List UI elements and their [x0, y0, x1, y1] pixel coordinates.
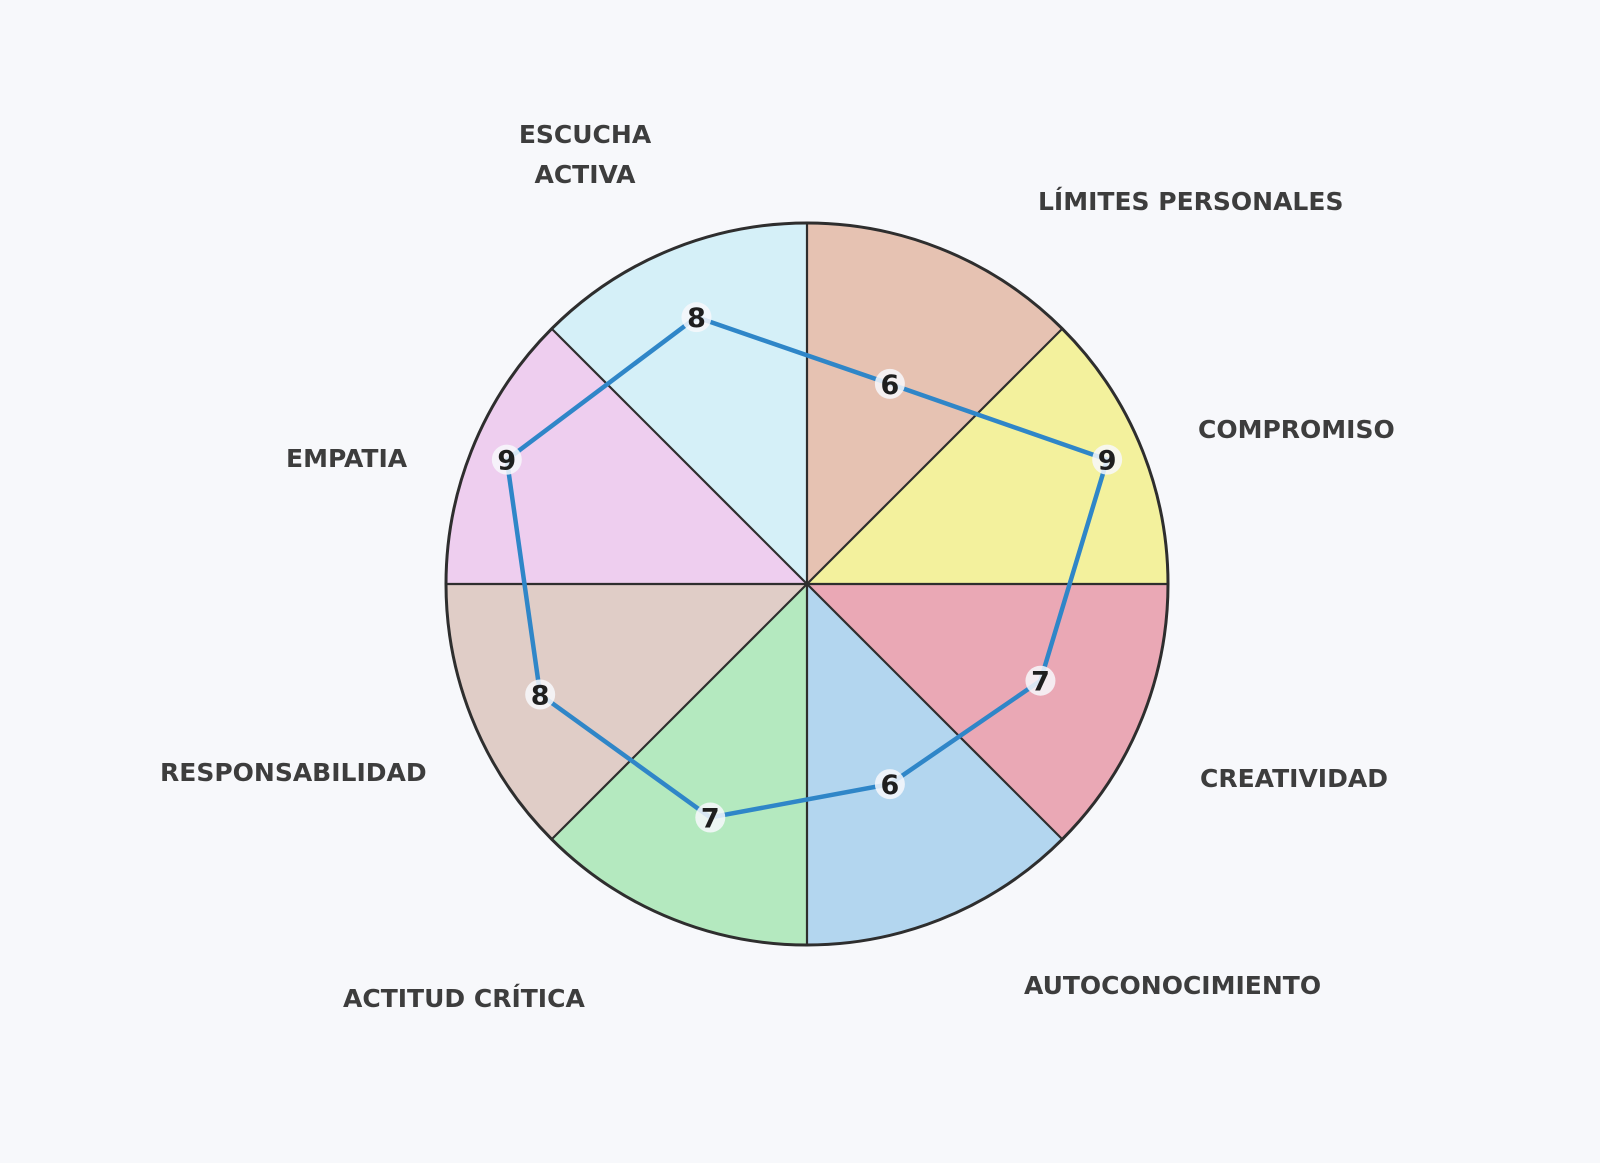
- score-marker: [491, 444, 522, 475]
- category-label-actitud-critica: ACTITUD CRÍTICA: [343, 984, 585, 1013]
- category-label-limites-personales: LÍMITES PERSONALES: [1038, 187, 1343, 216]
- category-label-compromiso: COMPROMISO: [1198, 415, 1395, 444]
- segment-actitud-critica: [551, 584, 807, 945]
- wheel-outline: [444, 221, 1170, 947]
- score-marker: [525, 679, 556, 710]
- score-marker: [874, 769, 905, 800]
- segment-escucha-activa: [551, 223, 807, 584]
- score-label-empatia: 9: [497, 446, 516, 477]
- score-line-responsabilidad: [504, 457, 543, 697]
- score-line-autoconocimiento: [708, 781, 893, 820]
- score-label-autoconocimiento: 6: [880, 770, 899, 801]
- score-label-compromiso: 9: [1098, 446, 1117, 477]
- score-marker: [681, 302, 712, 333]
- score-label-limites-personales: 6: [880, 370, 899, 401]
- segment-limites-personales: [807, 223, 1063, 584]
- segment-empatia: [446, 328, 807, 584]
- score-label-actitud-critica: 7: [701, 803, 720, 834]
- category-label-empatia: EMPATIA: [286, 444, 408, 473]
- segment-autoconocimiento: [807, 584, 1063, 945]
- wheel-segments: [445, 223, 1168, 945]
- wheel-spokes: [446, 223, 1168, 945]
- score-label-escucha-activa: 8: [687, 303, 706, 334]
- score-line-empatia: [504, 314, 699, 462]
- score-line-escucha-activa: [694, 314, 893, 387]
- score-marker: [874, 368, 905, 399]
- score-label-responsabilidad: 8: [531, 681, 550, 712]
- score-line-actitud-critica: [537, 692, 713, 820]
- category-label-responsabilidad: RESPONSABILIDAD: [160, 758, 427, 787]
- spoke-line: [550, 327, 808, 585]
- score-line-compromiso: [1038, 457, 1110, 683]
- score-line-limites-personales: [887, 381, 1110, 462]
- score-marker: [1025, 665, 1056, 696]
- score-line-creatividad: [887, 678, 1043, 787]
- spoke-line: [550, 583, 808, 841]
- category-label-autoconocimiento: AUTOCONOCIMIENTO: [1024, 971, 1321, 1000]
- segment-creatividad: [807, 584, 1168, 840]
- spoke-line: [806, 583, 1064, 841]
- score-polygon: [504, 314, 1110, 820]
- score-label-creatividad: 7: [1031, 667, 1050, 698]
- category-label-creatividad: CREATIVIDAD: [1200, 764, 1388, 793]
- score-labels: 8 6 9 7 6 7 8 9: [491, 302, 1123, 834]
- score-marker: [695, 802, 726, 833]
- spoke-line: [806, 327, 1064, 585]
- score-marker: [1092, 444, 1123, 475]
- segment-responsabilidad: [445, 584, 807, 840]
- segment-compromiso: [807, 328, 1168, 584]
